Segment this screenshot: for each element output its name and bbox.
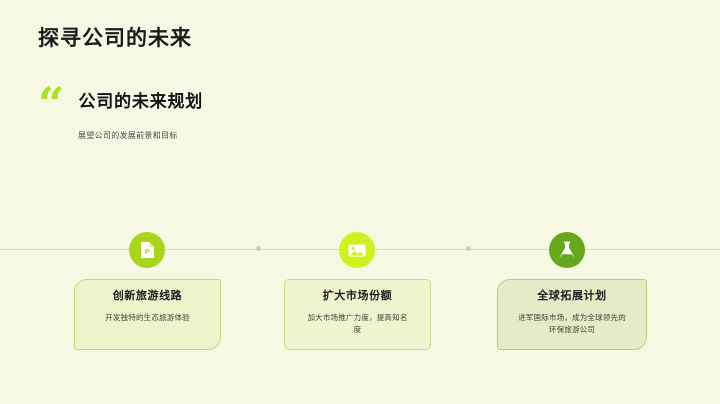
milestone-card-2[interactable]: 扩大市场份额 加大市场推广力度，提高知名度 bbox=[284, 279, 431, 350]
card-title: 创新旅游线路 bbox=[112, 290, 183, 302]
quote-mark-icon: “ bbox=[38, 77, 65, 131]
timeline-node-1[interactable]: P bbox=[129, 232, 165, 268]
timeline-node-2[interactable] bbox=[339, 232, 375, 268]
card-description: 开发独特的生态旅游体验 bbox=[105, 313, 190, 323]
image-picture-icon bbox=[348, 243, 366, 258]
quote-heading: 公司的未来规划 bbox=[78, 92, 204, 111]
flask-beaker-icon bbox=[559, 241, 575, 259]
svg-text:P: P bbox=[144, 247, 149, 256]
milestone-card-3[interactable]: 全球拓展计划 进军国际市场，成为全球领先的环保旅游公司 bbox=[497, 279, 647, 350]
timeline-node-3[interactable] bbox=[549, 232, 585, 268]
card-title: 扩大市场份额 bbox=[322, 290, 393, 302]
document-page-icon: P bbox=[140, 241, 155, 259]
milestone-card-1[interactable]: 创新旅游线路 开发独特的生态旅游体验 bbox=[74, 279, 221, 350]
quote-block: “ 公司的未来规划 bbox=[38, 77, 204, 131]
timeline-dot-1 bbox=[256, 246, 261, 251]
quote-subtitle: 展望公司的发展前景和目标 bbox=[78, 131, 178, 140]
card-description: 进军国际市场，成为全球领先的环保旅游公司 bbox=[518, 313, 626, 334]
page-title: 探寻公司的未来 bbox=[38, 27, 192, 50]
timeline-dot-2 bbox=[466, 246, 471, 251]
card-title: 全球拓展计划 bbox=[537, 290, 607, 302]
card-description: 加大市场推广力度，提高知名度 bbox=[307, 313, 408, 334]
